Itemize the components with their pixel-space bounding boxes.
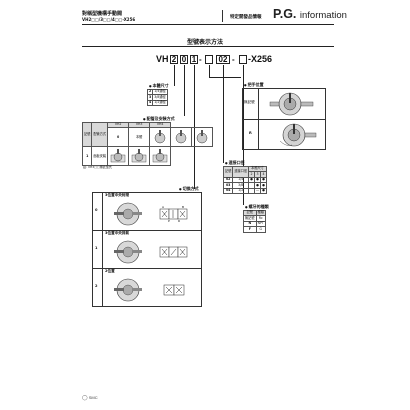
section-rule — [82, 46, 334, 47]
port-label-a: A — [162, 205, 165, 209]
port-label-b: B — [182, 205, 185, 209]
model-box-thread — [239, 55, 247, 64]
mounting-code: 0 — [107, 127, 130, 148]
thread-code: F — [243, 226, 257, 233]
header-subtitle: VH2□□/3□□/4□□-X256 — [82, 17, 136, 22]
handle-label: 把手位置 — [244, 82, 264, 88]
port-label-r: R — [178, 219, 181, 223]
mounting-code: 1 — [81, 146, 93, 167]
switch-diagram-closed-center — [114, 202, 188, 226]
switching-title: 3位置中央封閉 — [105, 193, 130, 197]
port-size-table: 記號 連接口徑 本體尺寸 2 3 4 02 1/4 ● ● ● 03 3/8 ●… — [222, 165, 267, 195]
port-code: 04 — [222, 187, 234, 195]
switching-code: 1 — [95, 246, 98, 250]
body-size-label: 本體尺寸 — [149, 83, 169, 89]
switching-title: 2位置 — [105, 269, 115, 273]
body-size-code: 4 — [146, 99, 154, 107]
thread-type: G — [255, 226, 266, 233]
model-dash-2: - — [232, 55, 235, 64]
header-divider — [222, 10, 223, 22]
leader-port — [223, 65, 224, 163]
switch-diagram-2-position — [114, 278, 185, 302]
mounting-note: 註: VH3□□無此型式 — [83, 165, 112, 169]
header-title: 對稱型機構手動閥 — [82, 11, 123, 17]
table-row: 記號 種類 — [243, 209, 266, 217]
table-row: 02 1/4 ● ● ● — [222, 176, 267, 184]
handle-illustration — [269, 92, 314, 116]
body-size-desc: 1/2通徑 — [152, 99, 168, 107]
mounting-header: 記號 — [81, 121, 93, 148]
table-row: 04 1/2 — ● — [222, 187, 267, 195]
mounting-label: 配管及安裝方式 — [143, 116, 175, 122]
handle-illustration — [279, 123, 317, 147]
leader-mount — [184, 65, 185, 116]
table-row: 記號 配管方式 VH2 VH3 VH4 — [81, 121, 213, 148]
switching-table — [92, 192, 202, 307]
smc-icon: ◯ — [82, 395, 88, 401]
model-suffix: -X256 — [248, 54, 273, 64]
port-size: 1/2 — [232, 187, 250, 195]
model-box-handle — [205, 55, 213, 64]
switching-code: 2 — [95, 284, 98, 288]
leader-handle-v — [209, 65, 210, 77]
header-mid-label: 特定開發品情報 — [230, 15, 262, 20]
switch-diagram-exhaust-center — [114, 240, 188, 264]
brand-logo: P.G. information — [273, 7, 347, 21]
valve-illustration — [149, 146, 172, 167]
port-avail: — — [253, 187, 262, 195]
table-row: 0 本體 — [83, 127, 214, 148]
port-header: 記號 — [222, 166, 234, 178]
table-row: 記號 連接口徑 本體尺寸 — [222, 165, 267, 178]
port-size-label: 連接口徑 — [225, 160, 245, 166]
switching-code: 0 — [95, 208, 98, 212]
model-prefix: VH — [156, 54, 169, 64]
switching-row-divider — [92, 230, 202, 231]
mounting-header: 配管方式 — [91, 121, 109, 148]
port-label-p: P — [168, 219, 170, 223]
model-box-switch: 1 — [190, 55, 198, 64]
model-box-size: 2 — [170, 55, 178, 64]
model-dash-1: - — [199, 55, 202, 64]
handle-divider — [242, 119, 326, 120]
handle-code: R — [249, 131, 252, 135]
handle-col-divider — [258, 88, 259, 150]
handle-code: 無記號 — [244, 100, 255, 104]
valve-illustration — [170, 127, 193, 148]
switching-col-divider — [102, 192, 103, 307]
switching-title: 3位置中央排氣 — [105, 231, 130, 235]
mounting-desc: 面板安裝 — [91, 146, 109, 167]
leader-size — [174, 65, 175, 86]
table-row: 1 面板安裝 — [81, 146, 213, 167]
mounting-table: 記號 配管方式 VH2 VH3 VH4 0 本體 1 面板安裝 — [81, 121, 214, 167]
valve-illustration — [107, 146, 130, 167]
footer-logo-text: SMC — [88, 395, 98, 400]
valve-illustration — [149, 127, 172, 148]
brand-pg: P.G. — [273, 7, 297, 21]
leader-handle-h — [209, 77, 241, 78]
port-avail: ● — [260, 187, 267, 195]
leader-thread — [243, 65, 244, 205]
valve-illustration — [191, 127, 214, 148]
switching-label: 切換方式 — [179, 186, 199, 192]
section-title: 型號表示方法 — [187, 39, 224, 46]
header-rule — [82, 24, 334, 25]
valve-illustration — [128, 146, 151, 167]
leader-switch — [194, 65, 195, 189]
mounting-desc: 本體 — [128, 127, 151, 148]
footer-logo: ◯ SMC — [82, 395, 98, 401]
brand-info: information — [299, 10, 347, 21]
port-header: 連接口徑 — [232, 166, 250, 178]
thread-label: 螺牙的種類 — [245, 204, 269, 210]
model-box-port: 02 — [216, 55, 230, 64]
switching-row-divider — [92, 268, 202, 269]
mounting-header: VH4 — [149, 121, 172, 129]
model-box-mount: 0 — [180, 55, 188, 64]
